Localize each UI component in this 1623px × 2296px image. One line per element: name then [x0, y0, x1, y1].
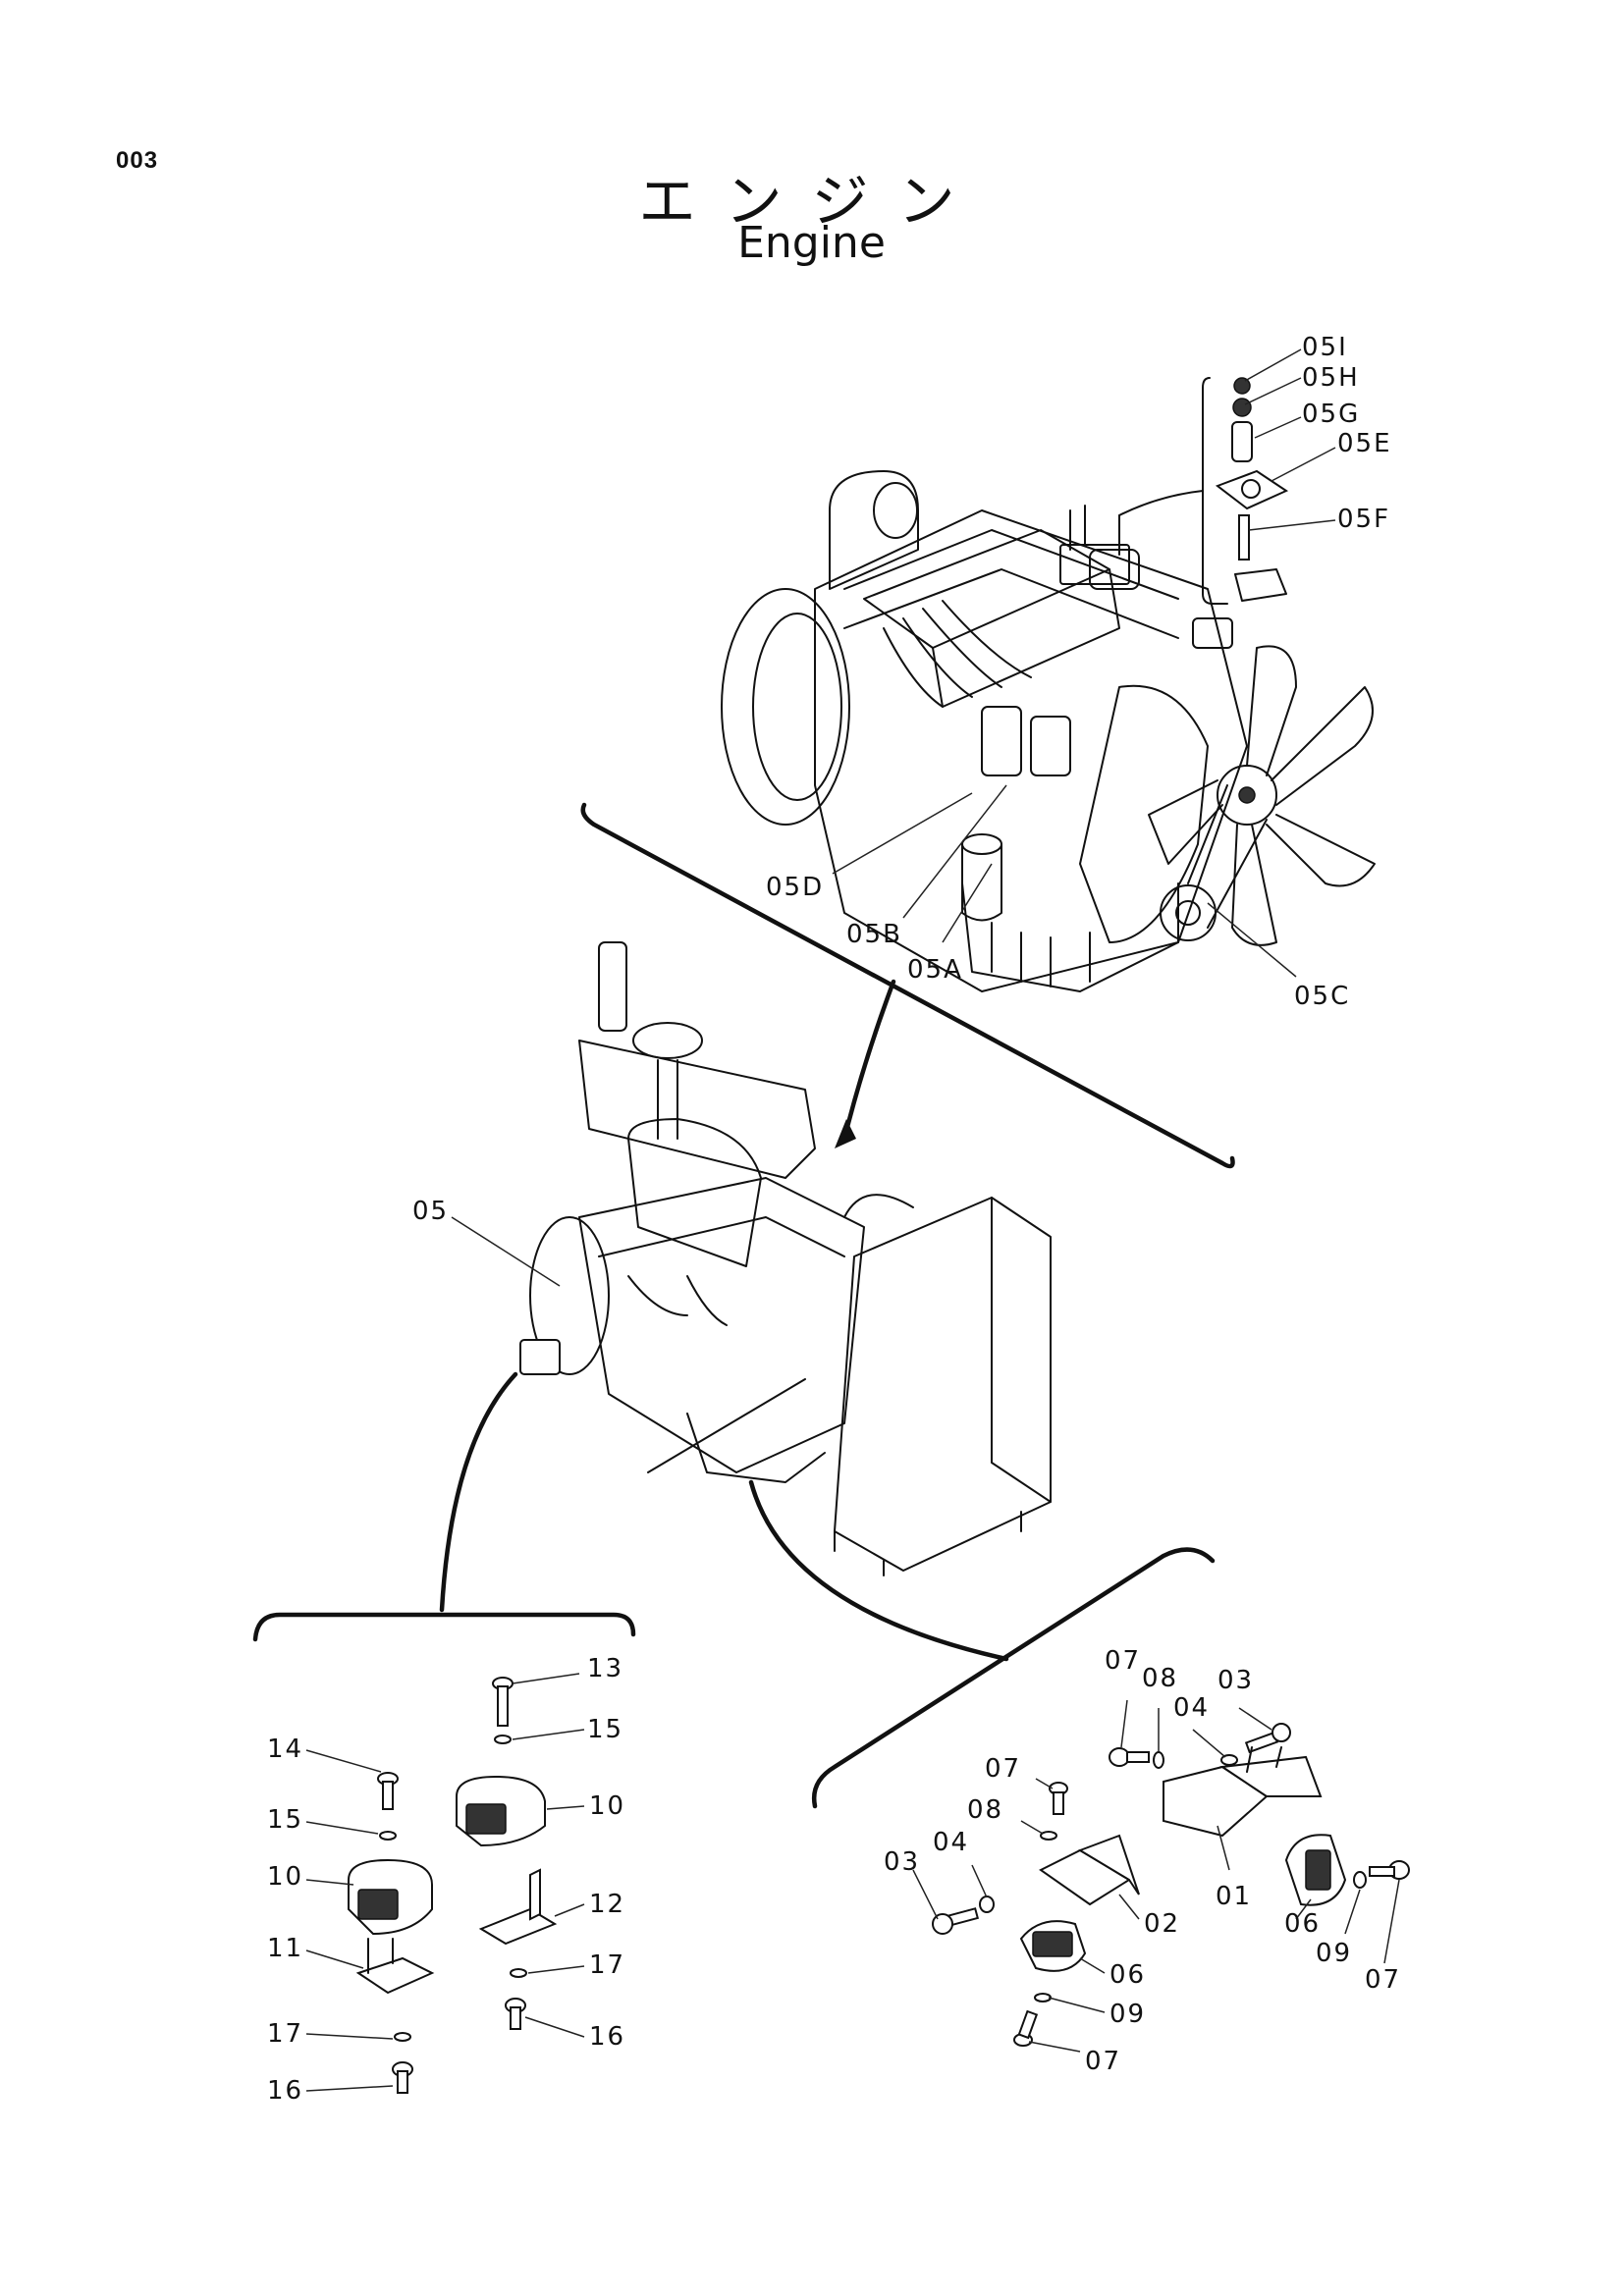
detail-bracket — [580, 802, 1235, 1169]
callout-05B: 05B — [846, 920, 902, 949]
callout-16-left: 16 — [267, 2076, 303, 2106]
callout-15-left: 15 — [267, 1805, 303, 1835]
callout-12: 12 — [589, 1890, 625, 1919]
callout-15-upper: 15 — [587, 1715, 623, 1744]
right-mount-parts — [932, 1723, 1410, 2047]
callout-03-top: 03 — [1217, 1666, 1254, 1695]
left-detail-bracket — [252, 1612, 636, 1642]
callout-06-right: 06 — [1284, 1909, 1321, 1939]
right-leader-lines — [912, 1699, 1400, 2053]
callout-10-left: 10 — [267, 1862, 303, 1892]
callout-02: 02 — [1144, 1909, 1180, 1939]
callout-07-lower: 07 — [1085, 2047, 1121, 2076]
page-number: 003 — [116, 147, 159, 174]
callout-07-top: 07 — [1105, 1646, 1141, 1676]
leader-line — [1118, 490, 1204, 516]
callout-11: 11 — [267, 1934, 303, 1963]
callout-10-right: 10 — [589, 1791, 625, 1821]
page-title-japanese: エンジン — [638, 168, 985, 235]
callout-05F: 05F — [1337, 505, 1390, 534]
right-detail-bracket — [811, 1547, 1216, 1809]
callout-04-top: 04 — [1173, 1693, 1210, 1723]
engine-detail-drawing — [721, 470, 1376, 992]
right-detail-arrow — [748, 1479, 1009, 1662]
thermostat-exploded-parts — [1215, 377, 1289, 602]
page-title-english: Engine — [737, 218, 886, 268]
leader-05 — [451, 1216, 561, 1287]
callout-05I: 05I — [1302, 333, 1348, 362]
bracket-line — [1202, 377, 1228, 605]
callout-labels: 05I 05H 05G 05E 05F 05D 05B 05A 05C 05 1… — [267, 333, 1401, 2106]
left-detail-arrow — [439, 1371, 518, 1613]
callout-05H: 05H — [1302, 363, 1360, 393]
callout-17-right: 17 — [589, 1950, 625, 1980]
upper-leader-lines — [832, 348, 1336, 978]
callout-04-left: 04 — [933, 1828, 969, 1857]
callout-05G: 05G — [1302, 400, 1360, 429]
callout-13: 13 — [587, 1654, 623, 1683]
callout-05A: 05A — [907, 955, 963, 985]
left-mount-parts — [348, 1677, 558, 2094]
main-engine-drawing — [519, 941, 1052, 1576]
callout-05E: 05E — [1337, 429, 1392, 458]
callout-09-lower: 09 — [1109, 2000, 1146, 2029]
callout-08-top: 08 — [1142, 1664, 1178, 1693]
callout-05C: 05C — [1294, 982, 1350, 1011]
callout-01: 01 — [1216, 1882, 1252, 1911]
callout-05: 05 — [412, 1197, 449, 1226]
detail-arrow — [841, 979, 896, 1142]
callout-05D: 05D — [766, 873, 824, 902]
callout-08-mid: 08 — [967, 1795, 1003, 1825]
left-leader-lines — [305, 1673, 585, 2092]
callout-03-left: 03 — [884, 1847, 920, 1877]
callout-09-right: 09 — [1316, 1939, 1352, 1968]
callout-17-left: 17 — [267, 2019, 303, 2049]
callout-07-mid: 07 — [985, 1754, 1021, 1784]
callout-06-lower: 06 — [1109, 1960, 1146, 1990]
callout-16-right: 16 — [589, 2022, 625, 2052]
callout-14: 14 — [267, 1735, 303, 1764]
callout-07-right: 07 — [1365, 1965, 1401, 1995]
